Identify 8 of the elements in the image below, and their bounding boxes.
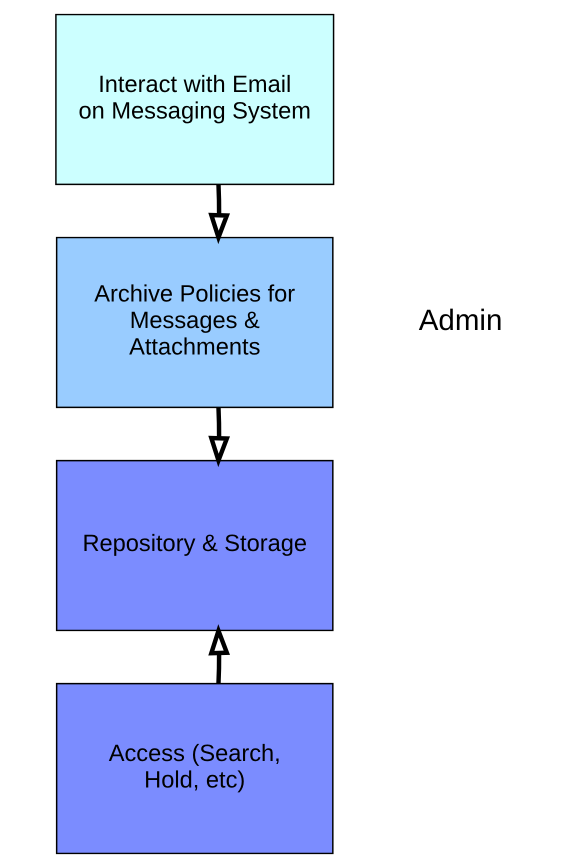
arrow [208, 408, 230, 468]
node-box: Access (Search, Hold, etc) [56, 682, 334, 854]
label: Admin [418, 304, 502, 337]
node-box: Repository & Storage [56, 460, 334, 632]
node-box: Interact with Email on Messaging System [55, 14, 334, 186]
node-box: Archive Policies for Messages & Attachments [56, 236, 334, 408]
arrow [208, 184, 230, 244]
arrow [208, 624, 230, 684]
